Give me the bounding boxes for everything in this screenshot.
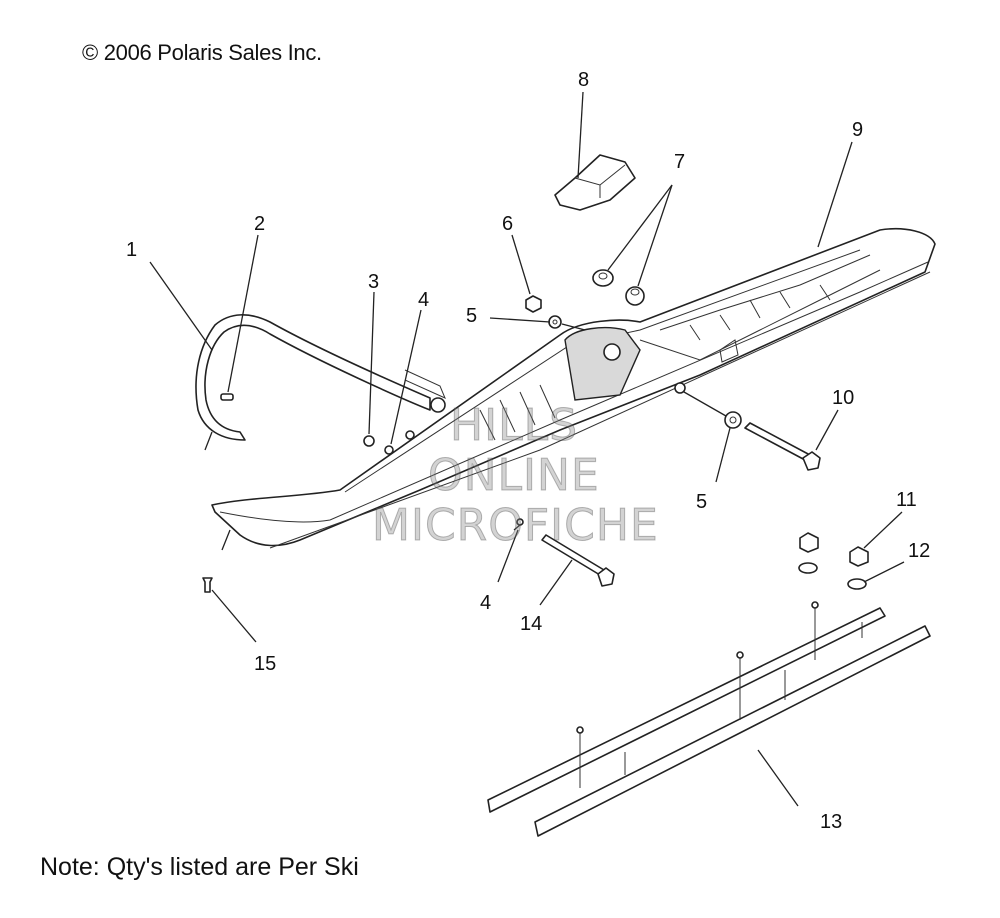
callout-6: 6	[502, 213, 513, 235]
carbide-wear-bar[interactable]	[487, 601, 931, 837]
callout-5b: 5	[696, 491, 707, 513]
callout-4b: 4	[480, 592, 491, 614]
ski-loop-handle[interactable]	[195, 314, 446, 441]
watermark-line-3: MICROFICHE	[372, 500, 659, 552]
callout-1: 1	[126, 239, 137, 261]
callout-labels: 1 2 3 4 5 6 7 8 9 10 5 11 12 4 14 15 13	[126, 69, 930, 833]
callout-14: 14	[520, 613, 542, 635]
bushing-7a[interactable]	[592, 269, 614, 287]
callout-15: 15	[254, 653, 276, 675]
bolt-10[interactable]	[744, 422, 821, 471]
callout-3: 3	[368, 271, 379, 293]
bushing-7b[interactable]	[625, 286, 645, 306]
lock-nut-11a[interactable]	[799, 532, 819, 553]
callout-9: 9	[852, 119, 863, 141]
lock-nut-11b[interactable]	[849, 546, 869, 567]
rivet-upper[interactable]	[220, 393, 234, 401]
copyright-text: © 2006 Polaris Sales Inc.	[82, 40, 322, 65]
washer-12b[interactable]	[847, 578, 867, 590]
callout-2: 2	[254, 213, 265, 235]
spindle-stop-block[interactable]	[554, 154, 636, 211]
callout-4a: 4	[418, 289, 429, 311]
leader-lines	[149, 91, 905, 807]
callout-10: 10	[832, 387, 854, 409]
washer-5-lower[interactable]	[724, 411, 742, 429]
callout-8: 8	[578, 69, 589, 91]
callout-5a: 5	[466, 305, 477, 327]
callout-7: 7	[674, 151, 685, 173]
washer-4-upper[interactable]	[384, 445, 394, 455]
callout-11: 11	[896, 489, 917, 511]
washer-5-upper[interactable]	[548, 315, 562, 329]
rivet-lower[interactable]	[202, 577, 213, 593]
bolt-14[interactable]	[541, 534, 615, 587]
ski-body[interactable]	[211, 227, 936, 549]
footer-note: Note: Qty's listed are Per Ski	[40, 853, 359, 881]
washer-12a[interactable]	[798, 562, 818, 574]
callout-12: 12	[908, 540, 930, 562]
watermark-line-2: ONLINE	[428, 450, 600, 502]
nut-small[interactable]	[363, 435, 375, 447]
nut-6[interactable]	[525, 295, 542, 313]
callout-13: 13	[820, 811, 842, 833]
watermark-line-1: HILLS	[449, 400, 579, 452]
